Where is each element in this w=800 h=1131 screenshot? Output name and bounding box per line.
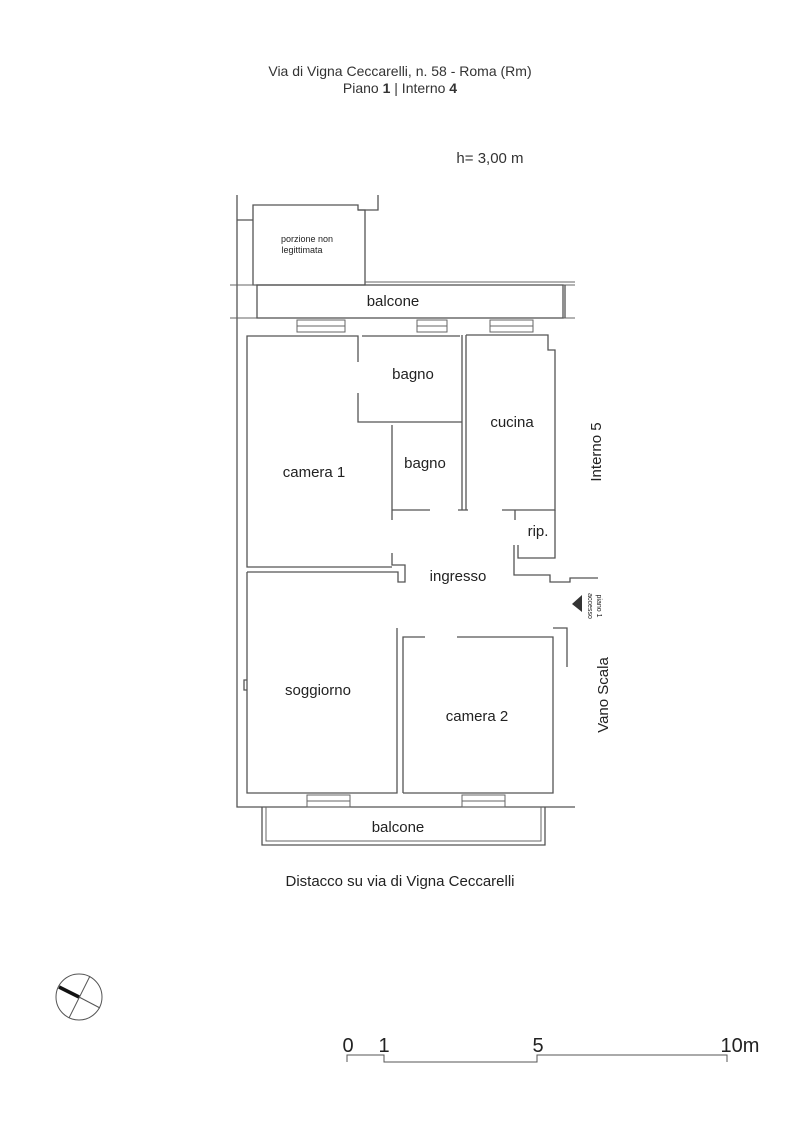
- neighbor-label: Interno 5: [588, 422, 605, 481]
- room-label-balcone-top: balcone: [367, 293, 420, 310]
- hatched-label-2: legittimata: [281, 245, 322, 255]
- room-label-ingresso: ingresso: [430, 568, 487, 585]
- floor-unit-title: Piano 1 | Interno 4: [0, 80, 800, 96]
- wall-rip: [513, 510, 598, 583]
- ceiling-height: h= 3,00 m: [456, 150, 524, 167]
- wall-camera-2: [402, 627, 568, 794]
- room-label-bagno-1: bagno: [392, 366, 434, 383]
- hatched-label: porzione non: [281, 234, 333, 244]
- scale-label-10: 10m: [721, 1035, 760, 1057]
- access-arrow-icon: [572, 595, 582, 612]
- access-label-2: piano 1: [595, 595, 602, 618]
- room-label-soggiorno: soggiorno: [285, 682, 351, 699]
- outer-wall: [236, 195, 575, 808]
- unit-number: 4: [449, 80, 458, 96]
- room-label-camera-1: camera 1: [283, 464, 346, 481]
- balcony-top: [256, 284, 564, 319]
- room-label-camera-2: camera 2: [446, 708, 509, 725]
- window: [296, 319, 534, 808]
- unit-prefix: | Interno: [390, 80, 450, 96]
- stairwell-label: Vano Scala: [595, 657, 612, 733]
- access-label: accesso: [586, 593, 593, 619]
- floor-number: 1: [382, 80, 391, 96]
- wall-ingresso: [247, 553, 406, 583]
- wall-cucina: [465, 334, 556, 511]
- scale-label-0: 0: [342, 1035, 353, 1057]
- wall-camera-1: [246, 335, 468, 568]
- room-label-cucina: cucina: [490, 414, 534, 431]
- scale-bar: 0 1 5 10m: [342, 1035, 760, 1063]
- address-title: Via di Vigna Ceccarelli, n. 58 - Roma (R…: [268, 63, 532, 79]
- room-label-balcone-bottom: balcone: [372, 819, 425, 836]
- scale-label-1: 1: [378, 1035, 389, 1057]
- scale-label-5: 5: [532, 1035, 543, 1057]
- north-compass-icon: [55, 973, 103, 1021]
- balcony-bottom: [261, 807, 546, 846]
- room-label-rip: rip.: [528, 523, 549, 540]
- wall-soggiorno: [243, 572, 398, 794]
- street-note: Distacco su via di Vigna Ceccarelli: [286, 873, 515, 890]
- room-label-bagno-2: bagno: [404, 455, 446, 472]
- floor-prefix: Piano: [342, 80, 383, 96]
